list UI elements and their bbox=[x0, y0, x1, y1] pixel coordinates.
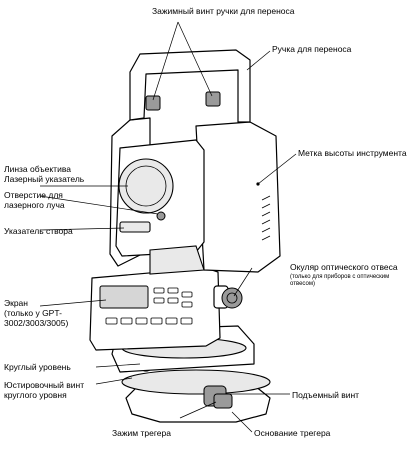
display-screen bbox=[99, 285, 149, 309]
side-grip bbox=[261, 195, 271, 241]
label-circular-level-screw: Юстировочный винт круглого уровня bbox=[4, 380, 85, 400]
label-carry-handle: Ручка для переноса bbox=[272, 44, 352, 54]
label-laser-aperture: Отверстие для лазерного луча bbox=[4, 190, 65, 210]
optical-plummet-eyepiece bbox=[221, 287, 243, 309]
label-circular-level: Круглый уровень bbox=[4, 362, 71, 372]
label-leveling-screw: Подъемный винт bbox=[292, 390, 360, 400]
display-panel bbox=[89, 267, 221, 351]
carry-handle bbox=[129, 49, 251, 123]
label-display: Экран (только у GPT- 3002/3003/3005) bbox=[4, 298, 69, 328]
leader-lines bbox=[39, 21, 297, 433]
label-height-mark: Метка высоты инструмента bbox=[298, 148, 407, 158]
label-sighting-indicator: Указатель створа bbox=[4, 226, 73, 236]
laser-aperture bbox=[156, 211, 166, 221]
label-plummet-eyepiece: Окуляр оптического отвеса bbox=[290, 262, 398, 272]
label-objective-lens: Линза объектива Лазерный указатель bbox=[4, 164, 85, 184]
label-tribrach-clamp: Зажим трегера bbox=[112, 428, 171, 438]
handle-screw-left bbox=[145, 95, 161, 111]
keypad bbox=[105, 287, 193, 325]
handle-screw-right bbox=[205, 91, 221, 107]
sighting-indicator bbox=[119, 221, 151, 233]
label-carry-handle-screw: Зажимный винт ручки для переноса bbox=[152, 6, 295, 16]
tribrach-plate bbox=[121, 369, 271, 395]
label-tribrach-base: Основание трегера bbox=[254, 428, 331, 438]
tribrach-clamp bbox=[213, 393, 233, 409]
label-plummet-note: (только для приборов с оптическим отвесо… bbox=[290, 274, 390, 287]
